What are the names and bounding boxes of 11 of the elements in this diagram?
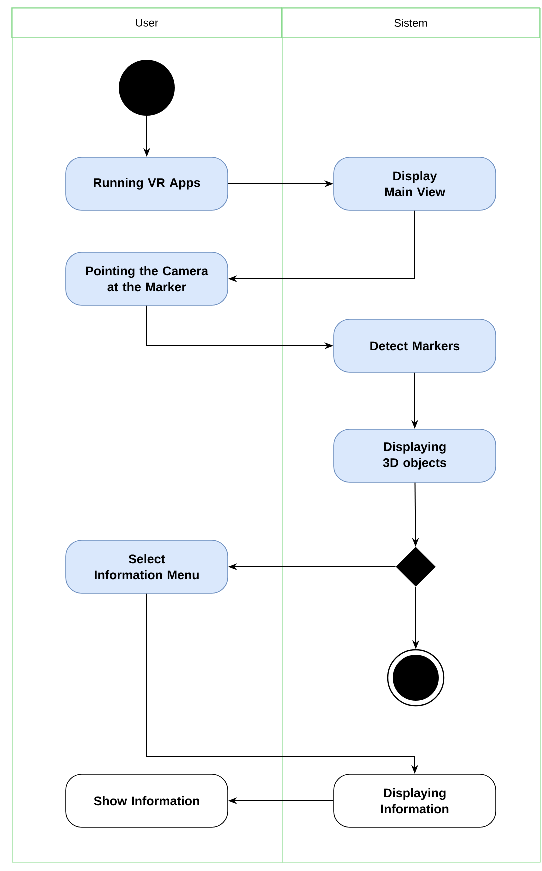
activity-box: Displaying 3D objects bbox=[334, 429, 496, 483]
activity-box: Running VR Apps bbox=[66, 157, 228, 211]
decision-diamond bbox=[396, 547, 436, 587]
start-node bbox=[119, 60, 175, 116]
activity-box: Displaying Information bbox=[334, 774, 496, 828]
activity-box: Pointing the Camera at the Marker bbox=[66, 252, 228, 306]
activity-box: Display Main View bbox=[334, 157, 496, 211]
activity-box: Detect Markers bbox=[334, 319, 496, 373]
activity-box: Show Information bbox=[66, 774, 228, 828]
end-node bbox=[387, 649, 445, 707]
activity-box: Select Information Menu bbox=[66, 540, 228, 594]
